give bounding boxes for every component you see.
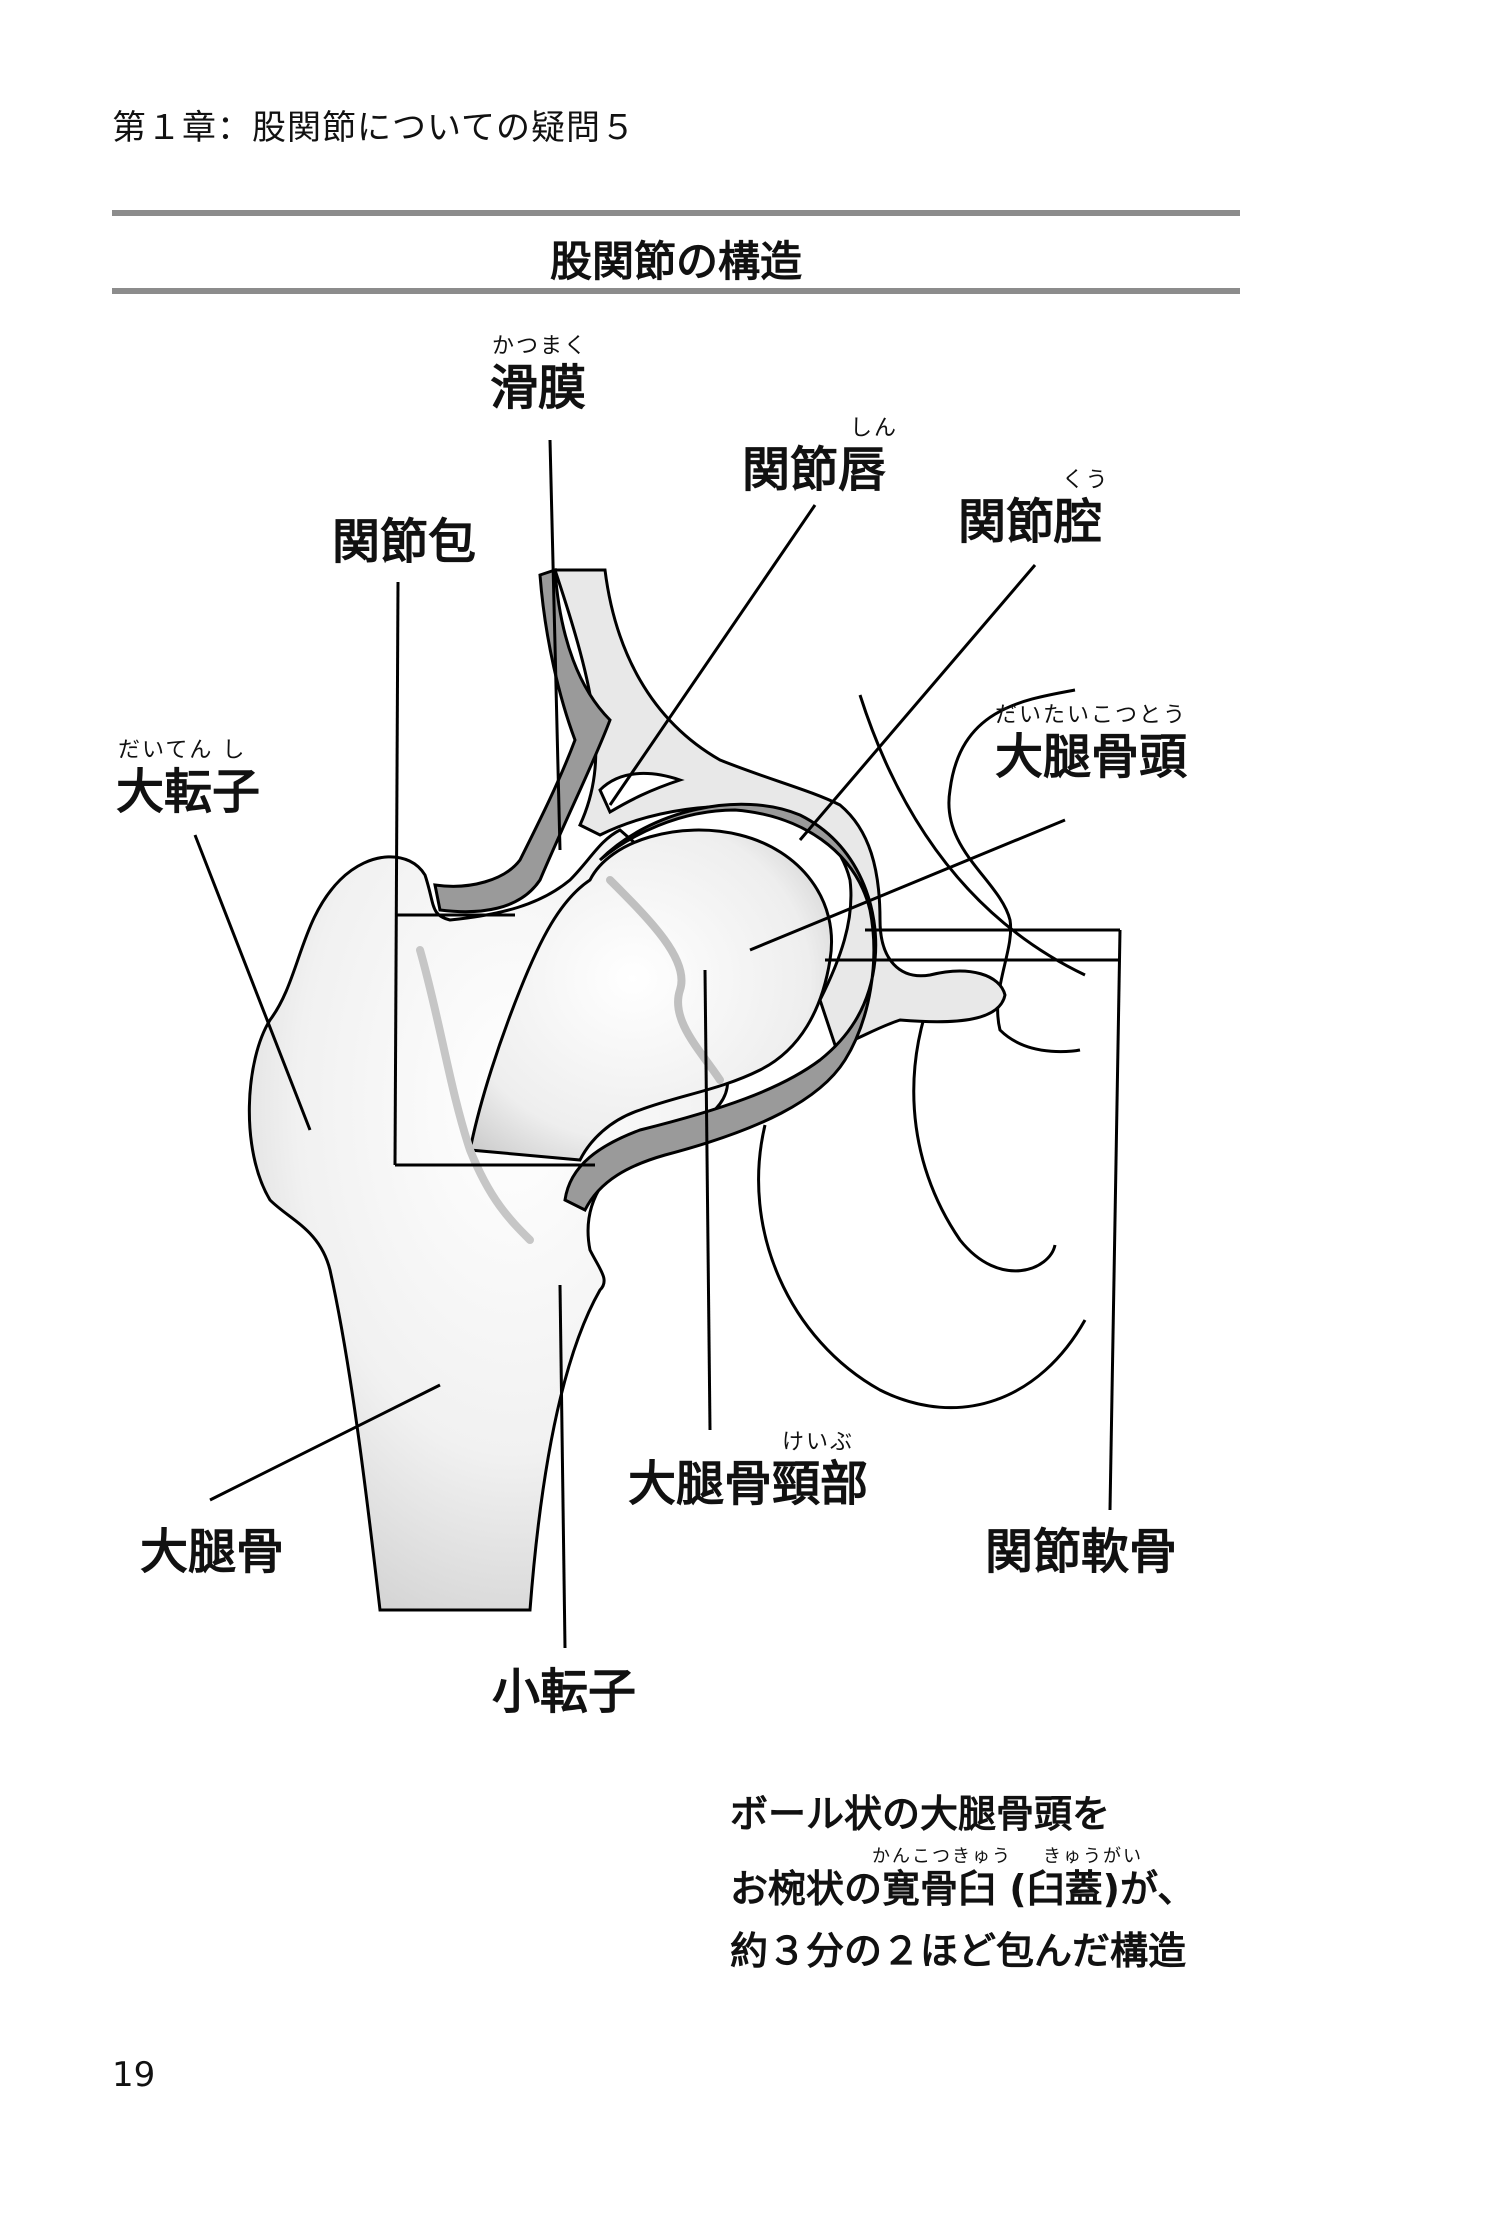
articular-cartilage (563, 802, 878, 1213)
greater-trochanter-label: 大転子 (116, 764, 261, 820)
femoral-neck-label: 大腿骨頸部 (628, 1456, 869, 1512)
pelvis (757, 688, 1087, 1410)
caption-line-1: ボール状の大腿骨頭を (730, 1792, 1111, 1836)
page-number: 19 (112, 2055, 156, 2095)
growth-line-2 (416, 946, 534, 1244)
growth-line (606, 876, 724, 1084)
femoral-neck-ruby: けいぶ (782, 1430, 855, 1455)
capsule-label: 関節包 (332, 514, 477, 570)
labrum-shape (598, 771, 685, 815)
synovium-label: 滑膜 (490, 360, 587, 416)
synovium-ruby: かつまく (492, 334, 589, 359)
caption-line-2: お椀状の寛骨臼 (臼蓋)が、 (730, 1867, 1196, 1911)
greater-trochanter-ruby: だいてん し (118, 738, 247, 763)
femoral-head-ruby: だいたいこつとう (995, 703, 1188, 728)
lesser-trochanter-label: 小転子 (492, 1664, 637, 1720)
femoral-head-shape (468, 828, 833, 1162)
labrum-label: 関節唇 (742, 442, 887, 498)
femur-label: 大腿骨 (140, 1524, 285, 1580)
title-rule-top (112, 210, 1240, 216)
cavity-label: 関節腔 (958, 494, 1103, 550)
title-rule-bottom (112, 288, 1240, 294)
cavity-ruby: くう (1062, 468, 1110, 493)
leader-lines (193, 439, 1122, 1649)
cartilage-label: 関節軟骨 (985, 1524, 1178, 1580)
labrum-ruby: しん (850, 416, 899, 441)
caption-ruby-b: きゅうがい (1043, 1846, 1143, 1867)
femoral-head-label: 大腿骨頭 (995, 729, 1188, 785)
caption-line-3: 約３分の２ほど包んだ構造 (730, 1929, 1187, 1973)
section-title: 股関節の構造 (549, 237, 802, 286)
chapter-heading: 第１章：股関節についての疑問５ (112, 108, 636, 148)
caption-ruby-a: かんこつきゅう (872, 1846, 1012, 1867)
joint-capsule-band (433, 567, 612, 914)
